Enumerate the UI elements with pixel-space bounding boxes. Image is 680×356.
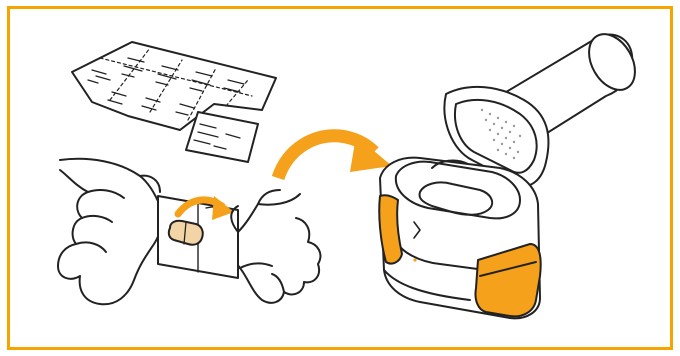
- blister-pack-icon: [72, 42, 276, 162]
- curved-arrow-icon: [278, 136, 392, 178]
- inhaler-icon: [379, 26, 644, 318]
- hands-with-capsule-icon: [58, 159, 320, 304]
